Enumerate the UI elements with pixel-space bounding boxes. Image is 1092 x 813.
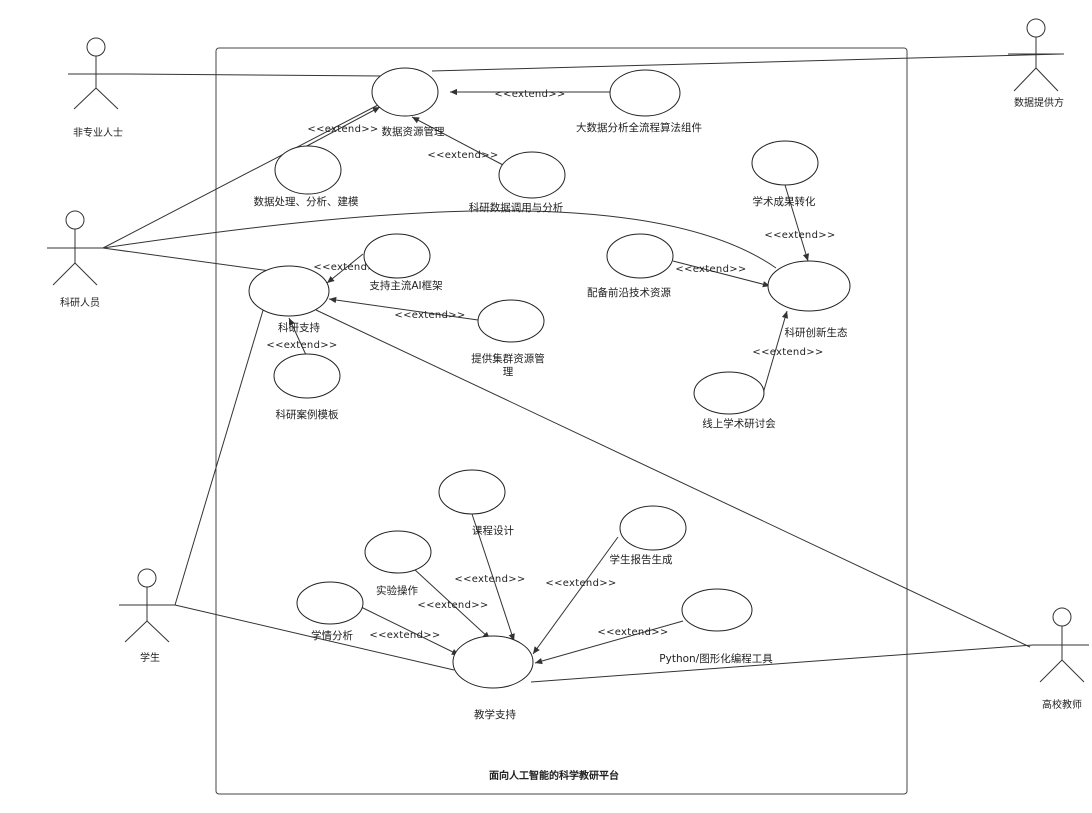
association-provider-data-mgmt <box>431 53 1063 72</box>
use-case-label-line-2: 理 <box>503 366 514 378</box>
association-teacher-teaching <box>530 644 1034 683</box>
use-case-call-analysis[interactable]: 科研数据调用与分析 <box>469 151 566 214</box>
use-case-seminar[interactable]: 线上学术研讨会 <box>693 371 776 430</box>
stick-figure-icon <box>1008 18 1064 92</box>
use-case-label: 科研支持 <box>278 321 320 334</box>
extend-label: <<extend>> <box>454 574 525 585</box>
system-boundary <box>215 47 908 795</box>
extend-seminar-innovation <box>761 310 789 398</box>
actor-label: 非专业人士 <box>73 126 123 139</box>
association-layperson-data-mgmt <box>122 73 390 77</box>
extend-experiment-teaching <box>413 568 491 640</box>
use-case-label: 实验操作 <box>376 584 418 597</box>
actor-label: 高校教师 <box>1042 698 1082 711</box>
association-researcher-innovation <box>102 210 777 269</box>
association-student-research-support <box>174 306 265 606</box>
extend-learning-teaching <box>360 606 460 656</box>
extend-cluster-research-support <box>328 296 479 321</box>
extend-label: <<extend>> <box>313 262 384 273</box>
use-case-label: 科研案例模板 <box>276 408 339 421</box>
use-case-ai-framework[interactable]: 支持主流AI框架 <box>363 233 443 292</box>
extend-case-template-research-support <box>288 317 307 356</box>
extend-label: <<extend>> <box>764 230 835 241</box>
extend-label: <<extend>> <box>417 600 488 611</box>
association-student-teaching <box>174 604 455 671</box>
extend-label: <<extend>> <box>597 627 668 638</box>
extend-label: <<extend>> <box>494 89 565 100</box>
use-case-case-template[interactable]: 科研案例模板 <box>273 353 341 421</box>
use-case-label: 支持主流AI框架 <box>369 279 443 292</box>
stick-figure-icon <box>47 210 103 286</box>
use-case-label: 数据资源管理 <box>382 125 445 138</box>
use-case-experiment[interactable]: 实验操作 <box>364 530 432 597</box>
actor-layperson[interactable]: 非专业人士 <box>68 37 124 139</box>
use-case-course[interactable]: 课程设计 <box>438 469 514 537</box>
system-title: 面向人工智能的科学教研平台 <box>489 769 619 782</box>
actor-provider[interactable]: 数据提供方 <box>1008 18 1064 109</box>
use-case-processing[interactable]: 数据处理、分析、建模 <box>254 145 359 208</box>
use-case-label: 线上学术研讨会 <box>702 417 776 430</box>
use-case-label: 学情分析 <box>311 629 353 642</box>
use-case-label: 科研数据调用与分析 <box>469 201 564 214</box>
use-case-report[interactable]: 学生报告生成 <box>610 505 687 566</box>
stick-figure-icon <box>68 37 124 110</box>
use-case-label: Python/图形化编程工具 <box>659 652 773 665</box>
use-case-label: 教学支持 <box>474 708 516 721</box>
extend-label: <<extend>> <box>266 340 337 351</box>
extend-labels: <<extend>> <<extend>> <<extend>> <<exten… <box>266 89 835 641</box>
extend-achievement-innovation <box>784 184 809 262</box>
actor-label: 科研人员 <box>60 296 100 309</box>
stick-figure-icon <box>1033 607 1089 683</box>
use-case-teaching[interactable]: 教学支持 <box>452 635 534 721</box>
use-case-label: 学生报告生成 <box>610 553 673 566</box>
association-researcher-data-mgmt <box>102 103 381 249</box>
use-case-bigdata[interactable]: 大数据分析全流程算法组件 <box>576 69 702 134</box>
use-case-label: 数据处理、分析、建模 <box>254 195 359 208</box>
use-case-achievement[interactable]: 学术成果转化 <box>751 140 819 208</box>
extend-label: <<extend>> <box>675 264 746 275</box>
extend-frontier-innovation <box>672 260 771 288</box>
extend-ai-framework-research-support <box>326 253 364 284</box>
extend-label: <<extend>> <box>752 347 823 358</box>
extend-label: <<extend>> <box>307 124 378 135</box>
actor-researcher[interactable]: 科研人员 <box>47 210 103 309</box>
use-case-label-line-1: 提供集群资源管 <box>471 352 545 365</box>
use-case-data-mgmt[interactable]: 数据资源管理 <box>371 67 445 138</box>
extend-course-teaching <box>471 513 515 642</box>
use-case-frontier[interactable]: 配备前沿技术资源 <box>587 233 674 299</box>
extend-label: <<extend>> <box>394 310 465 321</box>
actor-label: 数据提供方 <box>1014 96 1064 109</box>
association-teacher-research-support <box>315 309 1031 648</box>
stick-figure-icon <box>119 568 175 643</box>
extend-python-tool-teaching <box>534 620 684 665</box>
use-case-label: 科研创新生态 <box>785 326 848 339</box>
actor-teacher[interactable]: 高校教师 <box>1033 607 1089 711</box>
use-case-label: 学术成果转化 <box>753 195 816 208</box>
use-case-learning[interactable]: 学情分析 <box>296 581 364 642</box>
use-case-label: 配备前沿技术资源 <box>587 286 671 299</box>
actor-label: 学生 <box>140 651 160 664</box>
association-researcher-research-support <box>102 247 293 275</box>
use-case-python-tool[interactable]: Python/图形化编程工具 <box>659 588 773 665</box>
extend-label: <<extend>> <box>427 150 498 161</box>
use-case-innovation[interactable]: 科研创新生态 <box>767 260 851 339</box>
extend-report-teaching <box>532 536 619 655</box>
use-case-label: 课程设计 <box>472 524 514 537</box>
use-case-label: 大数据分析全流程算法组件 <box>576 121 702 134</box>
extend-call-analysis-data-mgmt <box>411 116 504 166</box>
use-case-research-support[interactable]: 科研支持 <box>248 265 330 334</box>
extend-processing-data-mgmt <box>304 106 381 148</box>
use-case-cluster[interactable]: 提供集群资源管 理 <box>471 299 545 378</box>
actor-student[interactable]: 学生 <box>119 568 175 664</box>
extend-label: <<extend>> <box>545 578 616 589</box>
extend-label: <<extend>> <box>369 630 440 641</box>
